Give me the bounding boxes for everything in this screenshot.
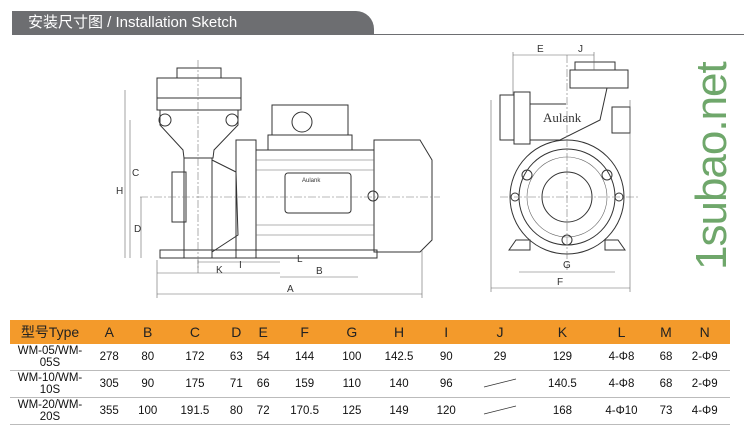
column-header: F [276,320,333,344]
svg-text:Aulank: Aulank [302,178,321,184]
model-cell: WM-10/WM-10S [10,370,90,398]
value-cell: 66 [249,370,277,398]
value-cell: 63 [222,344,250,371]
dim-label-a: A [287,284,294,295]
value-cell [465,397,535,425]
model-cell: WM-20/WM-20S [10,397,90,425]
value-cell: 96 [426,370,466,398]
value-cell: 129 [534,344,591,371]
column-header: H [371,320,427,344]
column-header: 型号Type [10,320,90,344]
dim-label-c: C [132,168,139,179]
value-cell: 90 [128,370,167,398]
value-cell: 80 [222,397,250,425]
column-header: J [465,320,535,344]
value-cell: 4-Φ10 [590,397,653,425]
value-cell: 54 [249,344,277,371]
value-cell: 90 [426,344,466,371]
column-header: A [90,320,129,344]
value-cell: 175 [166,370,223,398]
dim-label-b: B [316,266,323,277]
column-header: L [590,320,653,344]
value-cell [465,370,535,398]
value-cell: 4-Φ9 [679,397,730,425]
value-cell: 72 [249,397,277,425]
value-cell: 191.5 [166,397,223,425]
value-cell: 144 [276,344,333,371]
column-header: E [249,320,277,344]
dim-label-e: E [537,44,544,55]
value-cell: 29 [465,344,535,371]
section-title: 安装尺寸图 / Installation Sketch [12,11,374,35]
column-header: M [652,320,680,344]
value-cell: 68 [652,370,680,398]
not-applicable-slash [483,405,517,414]
dim-label-i: I [239,260,242,271]
column-header: D [222,320,250,344]
value-cell: 2-Φ9 [679,344,730,371]
value-cell: 73 [652,397,680,425]
value-cell: 71 [222,370,250,398]
pump-side-view: Aulank C H D K I L B A [116,60,440,298]
pump-front-view: Aulank E J G F [490,44,640,292]
value-cell: 100 [332,344,372,371]
column-header: I [426,320,466,344]
value-cell: 172 [166,344,223,371]
value-cell: 68 [652,344,680,371]
dim-label-g: G [563,260,571,271]
value-cell: 140.5 [534,370,591,398]
value-cell: 4-Φ8 [590,370,653,398]
value-cell: 168 [534,397,591,425]
not-applicable-slash [483,378,517,387]
value-cell: 100 [128,397,167,425]
value-cell: 4-Φ8 [590,344,653,371]
value-cell: 120 [426,397,466,425]
value-cell: 305 [90,370,129,398]
value-cell: 142.5 [371,344,427,371]
dim-label-h: H [116,186,123,197]
value-cell: 149 [371,397,427,425]
column-header: G [332,320,372,344]
dim-label-l: L [297,254,303,265]
model-cell: WM-05/WM-05S [10,344,90,371]
value-cell: 140 [371,370,427,398]
brand-label: Aulank [543,110,582,125]
column-header: K [534,320,591,344]
value-cell: 2-Φ9 [679,370,730,398]
value-cell: 80 [128,344,167,371]
value-cell: 159 [276,370,333,398]
value-cell: 278 [90,344,129,371]
dim-label-k: K [216,265,223,276]
column-header: C [166,320,223,344]
value-cell: 355 [90,397,129,425]
installation-drawing: Aulank C H D K I L B A A [116,44,640,298]
value-cell: 110 [332,370,372,398]
column-header: N [679,320,730,344]
value-cell: 125 [332,397,372,425]
title-underline [12,34,744,35]
column-header: B [128,320,167,344]
value-cell: 170.5 [276,397,333,425]
dim-label-d: D [134,224,141,235]
dim-label-j: J [578,44,583,55]
dim-label-f: F [557,277,563,288]
watermark: 1subao.net [687,62,736,270]
